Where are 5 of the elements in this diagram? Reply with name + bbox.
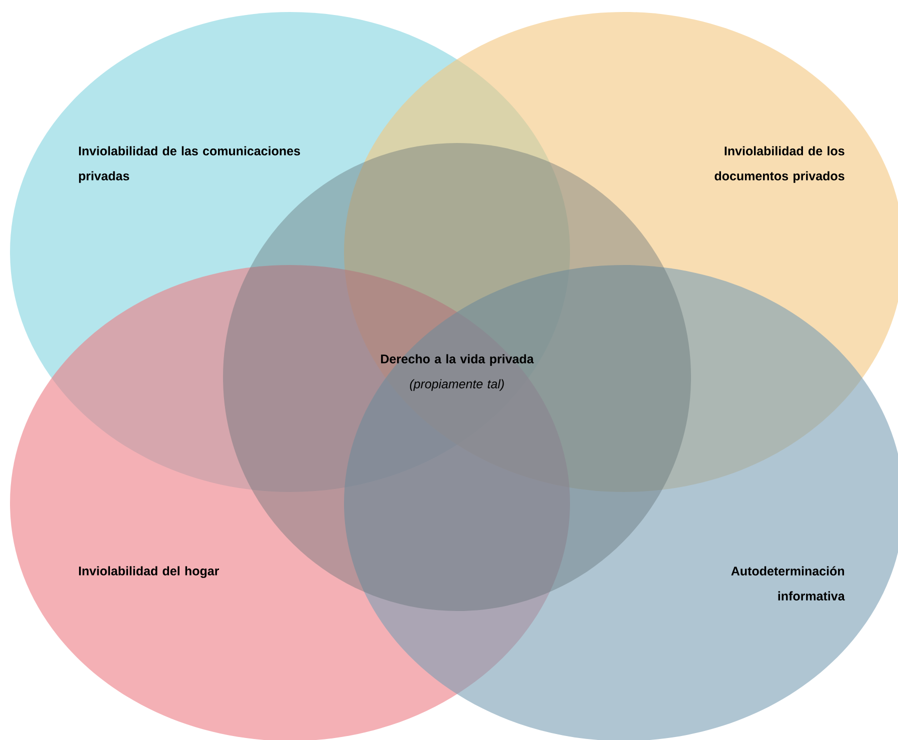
circle-label: Inviolabilidad de las comunicaciones privadas: [79, 146, 300, 183]
circle-label: Inviolabilidad de los documentos privados: [714, 146, 844, 183]
circle-label: Autodeterminación informativa: [731, 566, 845, 600]
circle-label: Inviolabilidad del hogar: [79, 566, 219, 578]
circle-label: Derecho a la vida privada (propiamente tal): [381, 354, 534, 391]
